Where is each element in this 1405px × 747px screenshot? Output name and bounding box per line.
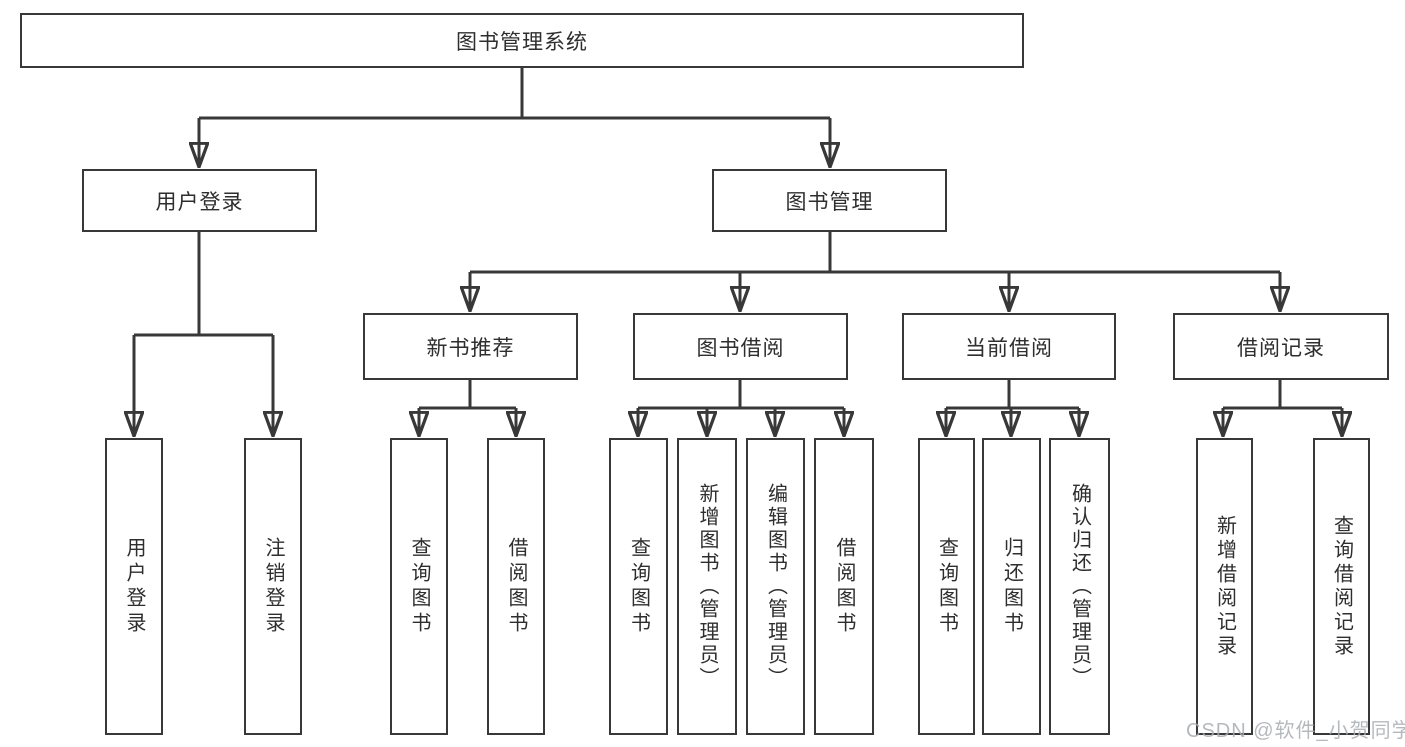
watermark: CSDN @软件_小贺同学	[1186, 720, 1405, 742]
node-root-label: 图书管理系统	[456, 30, 588, 54]
node-book-borrow-label: 图书借阅	[696, 336, 785, 360]
node-cb-confirm-return-label: 确认归还（管理员）	[1068, 483, 1091, 690]
node-borrow-records: 借阅记录	[1173, 313, 1389, 380]
node-nb-query-book-label: 查询图书	[408, 536, 430, 637]
node-borrow-records-label: 借阅记录	[1237, 336, 1325, 360]
node-book-management-label: 图书管理	[785, 190, 874, 214]
node-bb-borrow-book: 借阅图书	[814, 438, 874, 735]
node-user-login-leaf: 用户登录	[105, 438, 163, 735]
node-current-borrow-label: 当前借阅	[965, 336, 1053, 360]
node-new-book-recommend-label: 新书推荐	[426, 336, 515, 360]
node-bb-edit-book: 编辑图书（管理员）	[746, 438, 805, 735]
connector-book-management-children	[470, 232, 1280, 310]
node-bb-query-book-label: 查询图书	[627, 536, 650, 637]
node-bb-edit-book-label: 编辑图书（管理员）	[764, 483, 787, 690]
node-cb-query-book: 查询图书	[918, 438, 975, 735]
node-br-query-record: 查询借阅记录	[1313, 438, 1370, 735]
node-book-management: 图书管理	[712, 169, 947, 232]
node-current-borrow: 当前借阅	[902, 313, 1116, 380]
node-br-add-record: 新增借阅记录	[1196, 438, 1253, 735]
connector-book-borrow-children	[638, 380, 844, 435]
connector-new-book-recommend-children	[419, 380, 516, 435]
node-user-login-leaf-label: 用户登录	[123, 536, 145, 637]
node-user-login-label: 用户登录	[155, 190, 244, 214]
node-cb-query-book-label: 查询图书	[935, 536, 958, 637]
node-nb-borrow-book-label: 借阅图书	[505, 536, 527, 637]
node-cb-confirm-return: 确认归还（管理员）	[1049, 438, 1110, 735]
node-cb-return-book: 归还图书	[982, 438, 1041, 735]
connector-user-login-children	[134, 232, 273, 435]
connector-borrow-records-children	[1223, 380, 1342, 435]
node-bb-query-book: 查询图书	[609, 438, 668, 735]
connector-current-borrow-children	[946, 380, 1079, 435]
node-user-login: 用户登录	[82, 169, 317, 232]
node-logout: 注销登录	[244, 438, 302, 735]
node-bb-add-book-label: 新增图书（管理员）	[696, 483, 718, 690]
node-book-borrow: 图书借阅	[633, 313, 848, 380]
node-nb-borrow-book: 借阅图书	[487, 438, 545, 735]
node-logout-label: 注销登录	[262, 536, 284, 637]
node-nb-query-book: 查询图书	[390, 438, 448, 735]
node-br-query-record-label: 查询借阅记录	[1330, 514, 1353, 659]
node-bb-borrow-book-label: 借阅图书	[833, 536, 855, 637]
node-new-book-recommend: 新书推荐	[363, 313, 578, 380]
node-br-add-record-label: 新增借阅记录	[1213, 514, 1236, 659]
node-cb-return-book-label: 归还图书	[1000, 536, 1023, 637]
connector-root-to-level2	[199, 68, 830, 166]
node-bb-add-book: 新增图书（管理员）	[677, 438, 737, 735]
node-root: 图书管理系统	[20, 13, 1024, 68]
